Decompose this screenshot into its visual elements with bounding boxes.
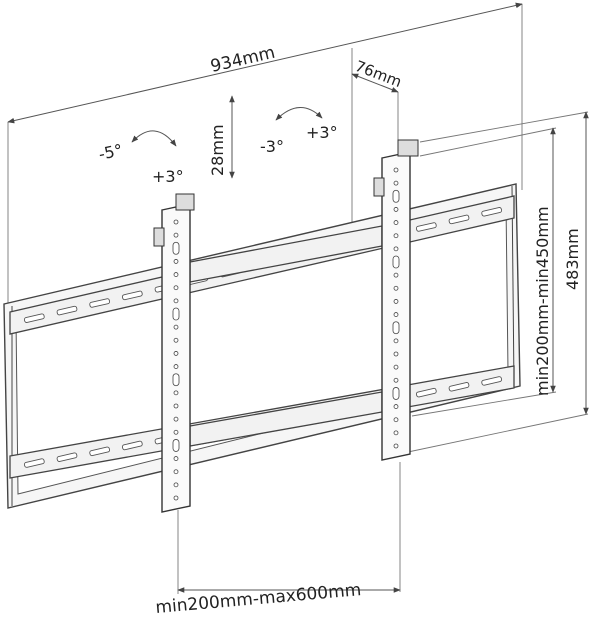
bracket-hole [393,364,399,370]
bracket-hole [393,377,399,383]
frame-right-edge [511,185,515,387]
rail-slot [23,313,45,323]
bracket-hole [173,403,179,409]
bracket-hole [173,429,179,435]
right-bracket-clip [373,177,385,197]
bracket-hole [393,167,399,173]
bracket-hole [172,241,180,255]
bracket-hole [393,272,399,278]
rail-slot [415,387,437,398]
bracket-hole [393,180,399,186]
bracket-hole [393,233,399,239]
rail-slot [56,305,78,316]
bracket-hole [393,338,399,344]
right-bracket-holes [392,167,400,449]
bracket-hole [393,404,399,409]
rail-slot [121,440,143,451]
bracket-hole [392,189,400,203]
bracket-hole [173,285,179,291]
width-label: 934mm [209,43,277,77]
rail-slot [415,222,437,232]
bracket-hole [392,387,400,400]
bracket-hole [173,364,179,369]
bracket-hole [173,337,179,343]
height-ext-top [419,111,589,143]
bracket-hole [173,469,179,475]
bracket-hole [393,299,399,304]
tilt-left-plus: +3° [152,167,184,186]
right-bracket [373,139,419,461]
bracket-hole [173,482,179,488]
bracket-hole [172,307,180,321]
bracket-hole [173,232,179,238]
bracket-hole [393,220,399,225]
rail-slot [481,376,503,386]
rail-slot [89,446,111,457]
vesa-v-ext-bottom [411,391,557,417]
vesa-horizontal-label: min200mm-max600mm [155,580,362,618]
bracket-hole [393,207,399,212]
left-bracket-clip [153,227,165,247]
vesa-v-ext-top [419,127,557,157]
rail-slot [121,290,143,301]
bracket-hole [172,373,180,387]
bracket-hole [393,417,399,423]
bracket-hole [392,255,400,269]
rail-slot [89,298,111,308]
tilt-arcs [131,107,323,147]
bracket-hole [393,443,399,449]
bracket-hole [173,298,179,304]
bracket-hole [392,321,400,335]
bracket-hole [173,272,179,277]
bracket-hole [173,456,179,461]
tilt-left-minus: -5° [97,140,124,164]
bracket-hole [393,312,399,317]
bracket-hole [173,219,179,225]
tilt-labels: -5° +3° -3° +3° [97,123,338,186]
left-bracket-holes [172,219,180,501]
height-adjust-label: 28mm [208,124,227,176]
bracket-hole [173,495,179,501]
bracket-hole [173,416,179,422]
bracket-hole [393,430,399,436]
height-label: 483mm [563,228,582,290]
bracket-hole [173,351,179,356]
offset-label: 76mm [353,57,405,91]
width-dimension-line [7,2,523,124]
height-ext-bottom [407,413,589,453]
bracket-hole [393,351,399,357]
right-bracket-hook [397,139,419,157]
tilt-arc-left [131,130,177,147]
tilt-right-minus: -3° [260,137,284,156]
rail-slot [448,382,470,392]
left-bracket-hook [175,193,195,211]
bracket-hole [173,324,179,330]
rail-slot [23,458,45,468]
tilt-right-plus: +3° [306,123,338,142]
dimension-lines [7,2,589,594]
bracket-hole [393,285,399,291]
rail-slot [56,452,78,462]
rail-slot [481,207,503,217]
vesa-vertical-label: min200mm-min450mm [533,206,552,396]
offset-dimension-line [351,73,399,93]
bracket-hole [173,259,179,264]
bracket-hole [393,246,399,252]
tilt-arc-right [275,107,323,121]
rail-slot [448,214,470,225]
bracket-hole [173,390,179,396]
bracket-hole [172,439,180,452]
left-bracket [153,193,195,513]
